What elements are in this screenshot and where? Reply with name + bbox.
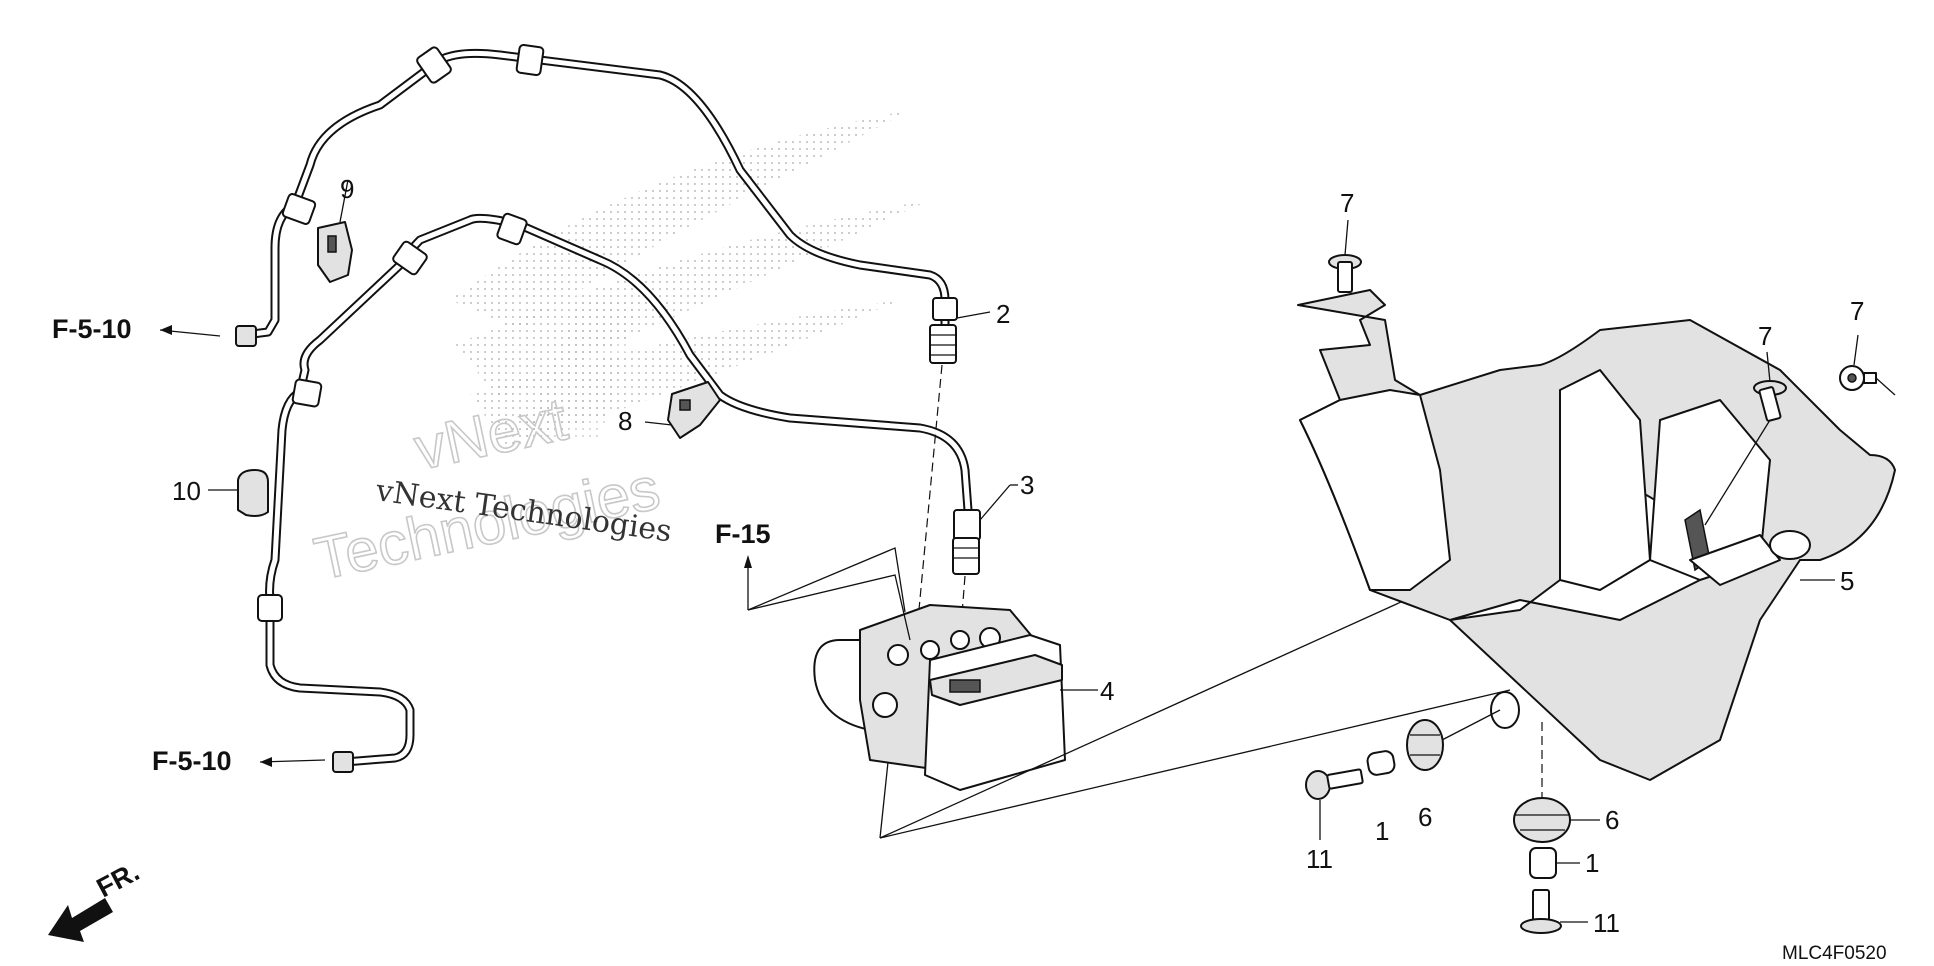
pipe-fitting-2 — [917, 324, 957, 621]
collar-1-right — [1529, 847, 1580, 879]
brake-pipe-2 — [235, 43, 958, 347]
grommet-10 — [208, 469, 269, 517]
bolt-7-middle — [1704, 351, 1787, 526]
label-part-8: 8 — [618, 406, 632, 436]
pipe-clip-9 — [317, 179, 353, 283]
front-direction-arrow — [48, 898, 113, 942]
label-part-1-left: 1 — [1375, 816, 1389, 846]
front-marker-label: FR. — [92, 856, 144, 903]
pipe-leader-lines — [159, 311, 1018, 767]
label-part-4: 4 — [1100, 676, 1114, 706]
label-part-10: 10 — [172, 476, 201, 506]
label-part-11-right: 11 — [1593, 908, 1620, 938]
label-part-5: 5 — [1840, 566, 1854, 596]
watermark-big-top-left: vNext — [409, 385, 573, 482]
reference-f-5-10-top: F-5-10 — [52, 314, 132, 344]
reference-f-5-10-bottom: F-5-10 — [152, 746, 232, 776]
reference-leader-f15 — [744, 547, 911, 641]
pipe-clip-8 — [644, 381, 721, 439]
label-part-3: 3 — [1020, 470, 1034, 500]
bolt-7-top — [1328, 219, 1362, 293]
label-part-7-right: 7 — [1850, 296, 1864, 326]
bolt-11-left — [1305, 768, 1364, 840]
label-part-11-left: 11 — [1306, 844, 1333, 874]
bolt-7-right — [1839, 334, 1896, 396]
rubber-grommet-6-right — [1513, 722, 1600, 843]
brake-pipe-3 — [257, 212, 981, 773]
rubber-grommet-6-left — [1406, 709, 1501, 771]
label-part-7-middle: 7 — [1758, 321, 1772, 351]
reference-f-15: F-15 — [715, 519, 771, 549]
label-part-7-top: 7 — [1340, 188, 1354, 218]
label-part-2: 2 — [996, 299, 1010, 329]
label-part-6-right: 6 — [1605, 805, 1619, 835]
diagram-code: MLC4F0520 — [1782, 943, 1887, 964]
bolt-11-right — [1520, 889, 1588, 934]
abs-bracket-5 — [1297, 289, 1896, 781]
abs-modulator-4 — [813, 604, 1098, 791]
logo-background — [450, 110, 930, 450]
label-part-6-left: 6 — [1418, 802, 1432, 832]
collar-1-left — [1366, 750, 1396, 776]
label-part-1-right: 1 — [1585, 848, 1599, 878]
label-part-9: 9 — [340, 174, 354, 204]
